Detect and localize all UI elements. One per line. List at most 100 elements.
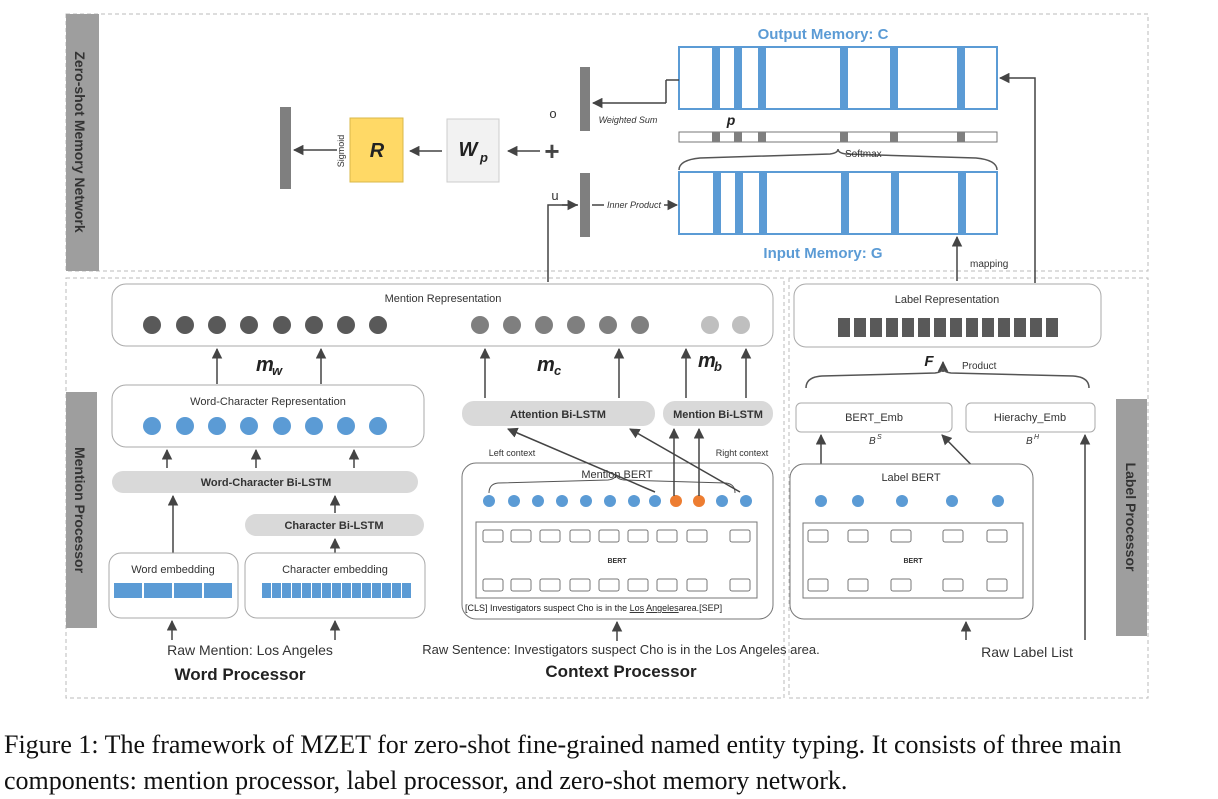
output-memory-column [734, 48, 742, 108]
context-token-dot [716, 495, 728, 507]
product-label: Product [962, 361, 997, 372]
mention-token-dot [670, 495, 682, 507]
mw-subscript: w [272, 363, 283, 378]
label-representation-vector [838, 318, 1058, 337]
label-bert-inner-label: BERT [903, 558, 923, 565]
character-bilstm [245, 514, 424, 536]
bert-unit-top [656, 529, 678, 543]
input-memory-title: Input Memory: G [763, 245, 882, 262]
sentence-tokens: [CLS] Investigators suspect Cho is in th… [465, 603, 722, 613]
o-vector-bar [580, 67, 590, 131]
product-brace [805, 367, 1090, 389]
mc-dot [599, 316, 617, 334]
context-token-dots [483, 495, 752, 507]
zsmn-side-bar [66, 14, 99, 271]
word-embedding-cell [174, 583, 202, 598]
sigmoid-label: Sigmoid [336, 135, 346, 168]
word-character-dot [273, 417, 291, 435]
bert-emb-label: BERT_Emb [845, 412, 903, 424]
output-memory-column [712, 48, 720, 108]
sentence-tokens-post: area.[SEP] [679, 603, 723, 613]
bert-unit-bottom [656, 578, 678, 592]
bert-unit-bottom [627, 578, 649, 592]
character-embedding-cell [352, 583, 361, 598]
output-memory-title: Output Memory: C [758, 26, 889, 43]
softmax-label: Softmax [845, 149, 882, 160]
hierarchy-emb-box [965, 402, 1096, 433]
attention-bilstm [462, 401, 655, 426]
bh-label: B [1026, 436, 1033, 447]
sentence-tokens-pre: [CLS] Investigators suspect Cho is in th… [465, 603, 630, 613]
input-memory-column [713, 173, 721, 233]
word-embedding-label: Word embedding [131, 564, 215, 576]
wp-subscript: p [479, 150, 488, 165]
mw-dot [273, 316, 291, 334]
context-token-dot [604, 495, 616, 507]
label-representation-cell [1046, 318, 1058, 337]
label-token-dot [992, 495, 1004, 507]
mw-dot [240, 316, 258, 334]
right-context-arrow [629, 428, 741, 493]
context-token-dot [580, 495, 592, 507]
mw-dot [143, 316, 161, 334]
input-memory-column [841, 173, 849, 233]
bert-unit-bottom [510, 578, 532, 592]
context-bert-units [482, 529, 751, 592]
bert-unit-bottom [729, 578, 751, 592]
mapping-label: mapping [970, 259, 1008, 270]
sentence-token-angeles: Angeles [646, 603, 679, 613]
raw-sentence: Raw Sentence: Investigators suspect Cho … [422, 642, 819, 657]
word-character-dot [208, 417, 226, 435]
label-representation-cell [950, 318, 962, 337]
bert-unit-top [569, 529, 591, 543]
character-embedding-cell [272, 583, 281, 598]
label-bert-unit-top [890, 529, 912, 543]
word-embedding-vector [114, 583, 232, 598]
u-vector-bar [580, 173, 590, 237]
left-context-arrow [507, 427, 656, 493]
bert-unit-top [627, 529, 649, 543]
context-token-dot [740, 495, 752, 507]
context-token-dot [556, 495, 568, 507]
label-representation-cell [1030, 318, 1042, 337]
bert-unit-bottom [482, 578, 504, 592]
bert-unit-top [598, 529, 620, 543]
p-weight-cell [890, 132, 898, 142]
mw-dot [176, 316, 194, 334]
bert-unit-top [729, 529, 751, 543]
mention-representation-title: Mention Representation [385, 293, 502, 305]
mention-repr-to-u-arrow [547, 199, 579, 282]
label-representation-cell [998, 318, 1010, 337]
output-memory-column [890, 48, 898, 108]
label-token-dot [896, 495, 908, 507]
word-embedding-cell [114, 583, 142, 598]
output-memory-column [957, 48, 965, 108]
character-embedding-cell [262, 583, 271, 598]
r-box [349, 117, 404, 183]
character-embedding-vector [262, 583, 411, 598]
label-token-dot [946, 495, 958, 507]
label-representation-cell [838, 318, 850, 337]
label-bert-unit-top [986, 529, 1008, 543]
word-character-dot [176, 417, 194, 435]
character-embedding-cell [402, 583, 411, 598]
mw-dot [208, 316, 226, 334]
sentence-token-los: Los [630, 603, 645, 613]
label-bert-unit-top [942, 529, 964, 543]
output-score-bar [280, 107, 291, 189]
label-processor-side-bar [1116, 399, 1147, 636]
label-bert-inner [802, 522, 1024, 599]
label-representation-cell [886, 318, 898, 337]
label-bert-unit-bottom [942, 578, 964, 592]
mw-label: m [256, 354, 274, 376]
word-character-representation-title: Word-Character Representation [190, 396, 346, 408]
character-embedding-cell [302, 583, 311, 598]
output-memory-matrix [678, 46, 998, 110]
bert-unit-top [510, 529, 532, 543]
label-token-dot [852, 495, 864, 507]
label-representation-cell [902, 318, 914, 337]
mb-dot [732, 316, 750, 334]
word-embedding-cell [144, 583, 172, 598]
mc-dot [471, 316, 489, 334]
bert-unit-top [686, 529, 708, 543]
